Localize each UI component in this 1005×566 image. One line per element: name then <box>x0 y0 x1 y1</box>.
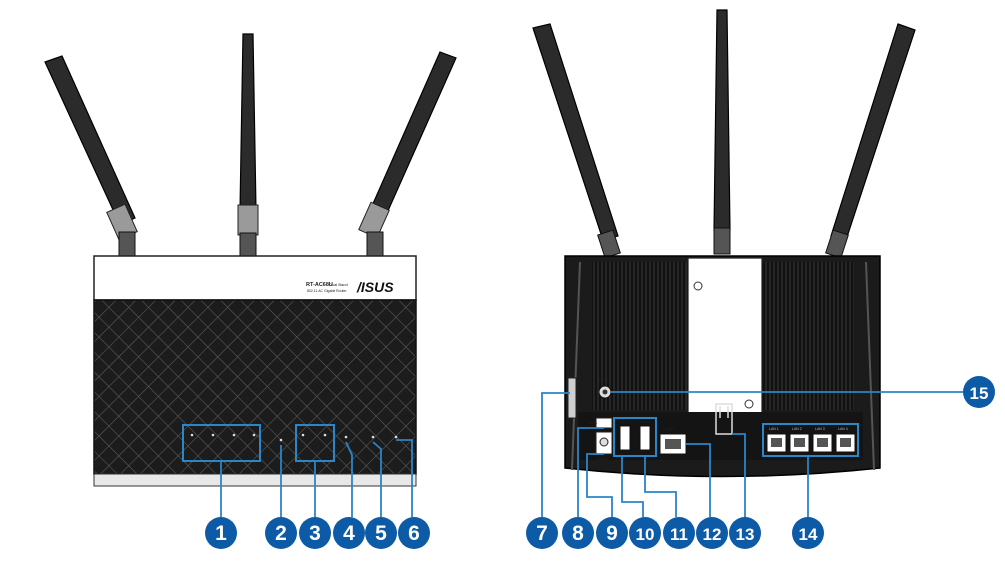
callout-6-circle <box>398 517 430 549</box>
callout-1-label: 1 <box>215 522 227 545</box>
callout-9-circle <box>596 517 628 549</box>
front-leader-lines <box>220 439 413 517</box>
callout-10-circle <box>629 517 661 549</box>
callout-8-circle <box>562 517 594 549</box>
callout-15-circle <box>963 376 995 408</box>
lan-ports: LAN 1 LAN 2 LAN 3 LAN 4 <box>766 427 856 453</box>
callout-2-label: 2 <box>275 522 287 545</box>
lan-label-2: LAN 2 <box>792 427 802 431</box>
callout-11-circle <box>663 517 695 549</box>
rear-vents-right <box>762 262 854 410</box>
wps-label: WPS <box>589 421 598 425</box>
rear-antenna-right <box>825 23 916 259</box>
front-led-dots <box>190 433 398 442</box>
front-base <box>93 473 417 487</box>
callout-14-circle <box>792 517 824 549</box>
usb1-label: USB 3.0 <box>619 420 631 424</box>
callout-14-label: 14 <box>799 525 818 544</box>
rear-antenna-left <box>532 23 621 259</box>
callout-15-label: 15 <box>970 384 989 403</box>
callout-5-circle <box>365 517 397 549</box>
wps-button <box>595 417 613 429</box>
usb-ports-outline <box>613 417 657 457</box>
callout-9-label: 9 <box>606 522 618 545</box>
callout-3-circle <box>299 517 331 549</box>
side-power-switch <box>567 377 577 419</box>
usb-port-1 <box>619 425 631 451</box>
callout-13-circle <box>729 517 761 549</box>
reset-label: RESET <box>599 379 612 383</box>
front-model-label: RT-AC68U <box>306 282 333 288</box>
lan-label-1: LAN 1 <box>769 427 779 431</box>
callout-3-label: 3 <box>309 522 321 545</box>
callout-10-label: 10 <box>636 525 655 544</box>
callout-11-label: 11 <box>670 525 688 544</box>
callout-4-label: 4 <box>343 522 355 545</box>
callout-12-circle <box>696 517 728 549</box>
callout-2-circle <box>265 517 297 549</box>
callout-7-circle <box>526 517 558 549</box>
callout-7-label: 7 <box>536 522 548 545</box>
callout-12-label: 12 <box>703 525 722 544</box>
rear-antenna-center <box>697 9 747 274</box>
lan-ports-outline <box>762 423 859 457</box>
front-model-desc-1: Dual Band <box>329 282 348 287</box>
callout-6-label: 6 <box>408 522 420 545</box>
front-antenna-left <box>44 55 138 259</box>
front-antenna-right <box>358 51 457 259</box>
lan-label-3: LAN 3 <box>815 427 825 431</box>
lan-label-4: LAN 4 <box>838 427 848 431</box>
callout-5-label: 5 <box>375 522 387 545</box>
power-label: DCIN <box>597 456 607 461</box>
front-top-panel <box>93 255 417 301</box>
front-antenna-center <box>237 33 259 259</box>
rear-view: RESET WPS DCIN USB 3.0 USB 2.0 WAN LAN 1… <box>532 9 963 517</box>
callout-13-label: 13 <box>736 525 755 544</box>
wan-label: WAN <box>665 426 674 431</box>
callout-4-circle <box>333 517 365 549</box>
callout-1-circle <box>205 517 237 549</box>
front-grille <box>93 299 417 475</box>
cable-clip <box>715 403 733 435</box>
front-brand-logo: /ISUS <box>356 279 394 295</box>
front-view: RT-AC68U Dual Band 802.11 AC Gigabit Rou… <box>44 33 457 517</box>
usb-port-2 <box>639 425 651 451</box>
callout-8-label: 8 <box>572 522 584 545</box>
rear-vents-left <box>592 262 688 410</box>
usb2-label: USB 2.0 <box>639 420 651 424</box>
front-model-desc-2: 802.11 AC Gigabit Router <box>307 289 347 293</box>
rear-leader-lines <box>541 391 963 517</box>
